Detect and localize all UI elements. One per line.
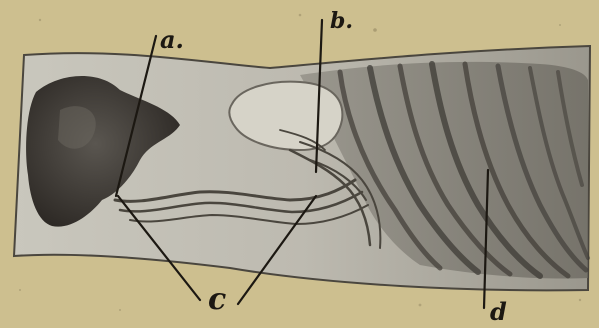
label-a: a. xyxy=(160,28,184,52)
label-c: c xyxy=(208,285,226,315)
label-b: b. xyxy=(330,10,353,32)
label-d: d xyxy=(490,300,507,324)
